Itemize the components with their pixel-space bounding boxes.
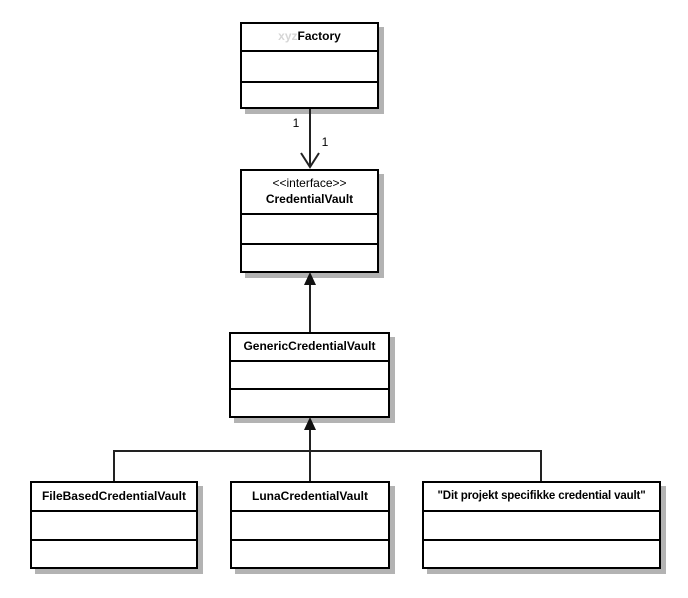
attributes-compartment: [231, 362, 388, 390]
class-name: LunaCredentialVault: [251, 488, 369, 503]
triangle-arrowhead-icon: [304, 417, 316, 430]
attributes-compartment: [232, 512, 388, 541]
multiplicity-label-source: 1: [293, 116, 300, 130]
methods-compartment: [242, 245, 377, 271]
class-name: FileBasedCredentialVault: [41, 488, 187, 503]
class-box-xyzfactory: xyzFactory: [240, 22, 379, 109]
class-box-lunacredentialvault: LunaCredentialVault: [230, 481, 390, 569]
class-title-credentialvault: <<interface>> CredentialVault: [242, 171, 377, 215]
class-box-credentialvault: <<interface>> CredentialVault: [240, 169, 379, 273]
class-name-muted-prefix: xyz: [278, 29, 298, 44]
class-name: CredentialVault: [265, 192, 354, 206]
class-name: Factory: [297, 29, 341, 44]
stereotype-label: <<interface>>: [272, 176, 347, 191]
open-arrowhead-icon: [300, 152, 320, 169]
class-name: GenericCredentialVault: [243, 339, 376, 354]
multiplicity-label-target: 1: [322, 135, 329, 149]
class-box-filebasedcredentialvault: FileBasedCredentialVault: [30, 481, 198, 569]
methods-compartment: [232, 541, 388, 567]
triangle-arrowhead-icon: [304, 272, 316, 285]
association-arrow-factory-to-credentialvault: 1 1: [293, 109, 329, 169]
class-box-project-specific-vault: "Dit projekt specifikke credential vault…: [422, 481, 661, 569]
methods-compartment: [424, 541, 659, 567]
attributes-compartment: [424, 512, 659, 541]
class-title-filebasedcredentialvault: FileBasedCredentialVault: [32, 483, 196, 512]
class-name: "Dit projekt specifikke credential vault…: [437, 490, 646, 503]
attributes-compartment: [242, 52, 377, 83]
class-title-project-specific-vault: "Dit projekt specifikke credential vault…: [424, 483, 659, 512]
generalization-tree-to-generic: [113, 417, 542, 481]
generalization-arrow-generic-to-credentialvault: [304, 272, 316, 332]
class-title-xyzfactory: xyzFactory: [242, 24, 377, 52]
methods-compartment: [242, 83, 377, 107]
methods-compartment: [32, 541, 196, 567]
class-title-genericcredentialvault: GenericCredentialVault: [231, 334, 388, 362]
attributes-compartment: [32, 512, 196, 541]
class-box-genericcredentialvault: GenericCredentialVault: [229, 332, 390, 418]
methods-compartment: [231, 390, 388, 416]
class-title-lunacredentialvault: LunaCredentialVault: [232, 483, 388, 512]
attributes-compartment: [242, 215, 377, 245]
